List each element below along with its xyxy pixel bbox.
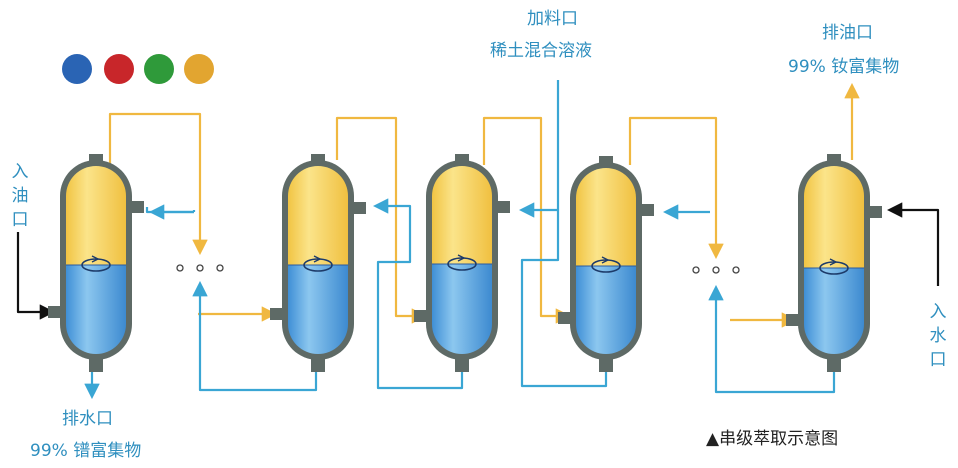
oil-phase xyxy=(576,168,636,266)
water-outlet-label: 排水口 xyxy=(62,409,113,429)
vessel-1 xyxy=(48,154,144,372)
oil-line-4 xyxy=(482,116,572,324)
oil-inlet-label: 入油口 xyxy=(11,162,29,230)
stirrer-icon xyxy=(303,255,333,272)
oil-line-1 xyxy=(108,112,208,256)
water-phase xyxy=(804,268,864,354)
oil-phase xyxy=(804,166,864,268)
oil-line-5 xyxy=(628,116,724,260)
stirrer-icon xyxy=(81,255,111,272)
stirrer-icon xyxy=(819,258,849,275)
water-phase xyxy=(288,265,348,354)
water-line-2 xyxy=(192,280,318,392)
stirrer-icon xyxy=(591,256,621,273)
vessel-2 xyxy=(270,154,366,372)
oil-phase xyxy=(432,166,492,264)
oil-phase xyxy=(66,166,126,265)
water-line-6 xyxy=(708,284,836,394)
oil-phase xyxy=(288,166,348,265)
feed-material-label: 稀土混合溶液 xyxy=(490,41,592,61)
water-inlet-line xyxy=(886,202,940,286)
diagram-caption: ▲串级萃取示意图 xyxy=(706,429,839,449)
oil-inlet-line xyxy=(16,232,56,320)
vessel-4 xyxy=(558,156,654,372)
vessel-5 xyxy=(786,154,882,372)
oil-line-3 xyxy=(335,116,428,324)
water-inlet-label: 入水口 xyxy=(929,302,947,370)
color-dot xyxy=(104,54,134,84)
water-phase xyxy=(432,264,492,354)
stirrer-icon xyxy=(447,254,477,271)
color-dot xyxy=(184,54,214,84)
water-phase xyxy=(576,266,636,354)
color-dot xyxy=(62,54,92,84)
water-outlet-product-label: 99% 镨富集物 xyxy=(30,441,142,461)
oil-outlet-product-label: 99% 钕富集物 xyxy=(788,57,900,77)
feed-inlet-label: 加料口 xyxy=(527,9,578,29)
color-dot xyxy=(144,54,174,84)
water-phase xyxy=(66,265,126,354)
ellipsis-right xyxy=(692,266,740,274)
oil-outlet-label: 排油口 xyxy=(822,23,873,43)
vessel-3 xyxy=(414,154,510,372)
water-line-3 xyxy=(372,198,464,390)
ellipsis-left xyxy=(176,264,224,272)
